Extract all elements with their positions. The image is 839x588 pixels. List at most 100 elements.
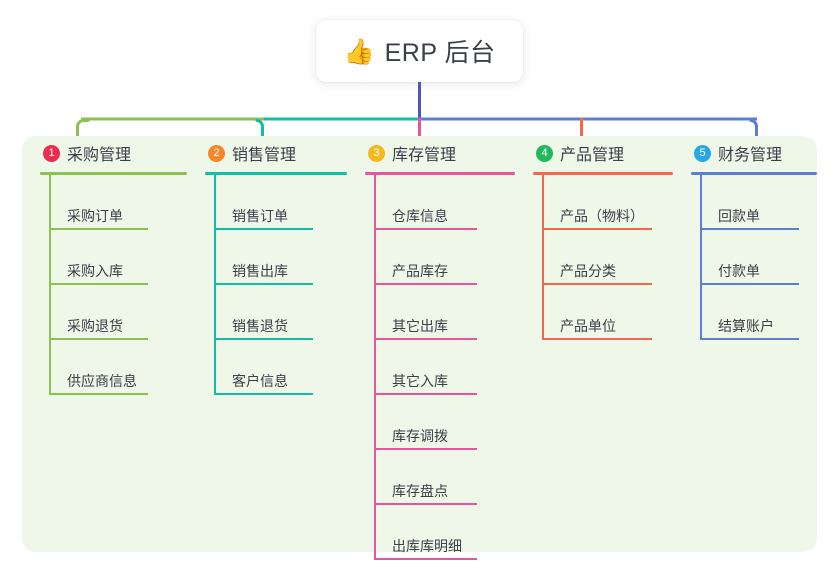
branch-spine-sales bbox=[214, 175, 216, 395]
list-item-label: 产品（物料） bbox=[560, 208, 644, 224]
branch-spine-purchasing bbox=[49, 175, 51, 395]
list-item[interactable]: 其它入库 bbox=[374, 340, 515, 395]
list-item-label: 销售退货 bbox=[232, 318, 288, 334]
branch-header-purchasing[interactable]: 1 采购管理 bbox=[40, 136, 187, 170]
list-item[interactable]: 产品单位 bbox=[542, 285, 673, 340]
list-item-rule bbox=[700, 338, 799, 340]
branch-header-finance[interactable]: 5 财务管理 bbox=[691, 136, 817, 170]
list-item-label: 付款单 bbox=[718, 263, 760, 279]
branch-column-product: 4 产品管理 产品（物料） 产品分类 产品单位 bbox=[515, 136, 673, 552]
list-item-label: 其它出库 bbox=[392, 318, 448, 334]
list-item[interactable]: 产品库存 bbox=[374, 230, 515, 285]
list-item-label: 产品单位 bbox=[560, 318, 616, 334]
branch-title-purchasing: 采购管理 bbox=[67, 147, 132, 164]
branch-badge-5: 5 bbox=[694, 144, 711, 162]
list-item-label: 采购入库 bbox=[67, 263, 123, 279]
branch-title-finance: 财务管理 bbox=[718, 147, 783, 164]
branch-columns: 1 采购管理 采购订单 采购入库 采购退货 供应商信 bbox=[22, 136, 817, 560]
list-item-rule bbox=[374, 503, 477, 505]
list-item[interactable]: 付款单 bbox=[700, 230, 817, 285]
list-item[interactable]: 产品（物料） bbox=[542, 175, 673, 230]
list-item-rule bbox=[374, 448, 477, 450]
list-item-rule bbox=[49, 338, 148, 340]
branch-column-sales: 2 销售管理 销售订单 销售出库 销售退货 客户信息 bbox=[187, 136, 347, 552]
list-item-rule bbox=[700, 283, 799, 285]
list-item-rule bbox=[214, 228, 313, 230]
list-item-label: 产品库存 bbox=[392, 263, 448, 279]
list-item[interactable]: 产品分类 bbox=[542, 230, 673, 285]
list-item-label: 采购订单 bbox=[67, 208, 123, 224]
list-item[interactable]: 库存调拨 bbox=[374, 395, 515, 450]
list-item-label: 回款单 bbox=[718, 208, 760, 224]
list-item[interactable]: 销售出库 bbox=[214, 230, 347, 285]
list-item[interactable]: 仓库信息 bbox=[374, 175, 515, 230]
list-item[interactable]: 回款单 bbox=[700, 175, 817, 230]
branch-items-product: 产品（物料） 产品分类 产品单位 bbox=[533, 175, 673, 340]
branches-panel bbox=[22, 136, 817, 552]
list-item-rule bbox=[542, 283, 652, 285]
list-item[interactable]: 采购订单 bbox=[49, 175, 187, 230]
root-node[interactable]: 👍 ERP 后台 bbox=[316, 20, 523, 82]
branch-rule-purchasing bbox=[40, 172, 187, 175]
list-item-label: 出库库明细 bbox=[392, 538, 462, 554]
list-item[interactable]: 采购入库 bbox=[49, 230, 187, 285]
list-item-label: 销售出库 bbox=[232, 263, 288, 279]
branch-spine-inventory bbox=[374, 175, 376, 560]
list-item[interactable]: 客户信息 bbox=[214, 340, 347, 395]
list-item-rule bbox=[542, 338, 652, 340]
branch-spine-product bbox=[542, 175, 544, 340]
list-item-label: 结算账户 bbox=[718, 318, 774, 334]
list-item-rule bbox=[49, 393, 148, 395]
list-item[interactable]: 采购退货 bbox=[49, 285, 187, 340]
branch-items-inventory: 仓库信息 产品库存 其它出库 其它入库 库存调拨 bbox=[365, 175, 515, 560]
list-item[interactable]: 销售订单 bbox=[214, 175, 347, 230]
list-item-label: 销售订单 bbox=[232, 208, 288, 224]
branch-header-inventory[interactable]: 3 库存管理 bbox=[365, 136, 515, 170]
branch-items-purchasing: 采购订单 采购入库 采购退货 供应商信息 bbox=[40, 175, 187, 395]
thumbs-up-icon: 👍 bbox=[343, 36, 375, 66]
branch-column-inventory: 3 库存管理 仓库信息 产品库存 其它出库 其它入库 bbox=[347, 136, 515, 560]
list-item-rule bbox=[214, 393, 313, 395]
branch-title-sales: 销售管理 bbox=[232, 147, 297, 164]
list-item-rule bbox=[49, 228, 148, 230]
branch-rule-finance bbox=[691, 172, 817, 175]
list-item-rule bbox=[374, 393, 477, 395]
branch-spine-finance bbox=[700, 175, 702, 340]
list-item-label: 库存盘点 bbox=[392, 483, 448, 499]
branch-title-product: 产品管理 bbox=[560, 147, 625, 164]
branch-items-sales: 销售订单 销售出库 销售退货 客户信息 bbox=[205, 175, 347, 395]
list-item-rule bbox=[542, 228, 652, 230]
list-item-rule bbox=[49, 283, 148, 285]
root-node-title: ERP 后台 bbox=[384, 39, 496, 67]
list-item-label: 采购退货 bbox=[67, 318, 123, 334]
list-item-rule bbox=[214, 283, 313, 285]
branch-badge-4: 4 bbox=[536, 144, 553, 162]
list-item-rule bbox=[374, 228, 477, 230]
list-item-label: 客户信息 bbox=[232, 373, 288, 389]
branch-header-product[interactable]: 4 产品管理 bbox=[533, 136, 673, 170]
list-item[interactable]: 销售退货 bbox=[214, 285, 347, 340]
branch-rule-product bbox=[533, 172, 673, 175]
branch-rule-sales bbox=[205, 172, 347, 175]
list-item-label: 产品分类 bbox=[560, 263, 616, 279]
list-item-rule bbox=[214, 338, 313, 340]
branch-items-finance: 回款单 付款单 结算账户 bbox=[691, 175, 817, 340]
list-item[interactable]: 其它出库 bbox=[374, 285, 515, 340]
branch-column-finance: 5 财务管理 回款单 付款单 结算账户 bbox=[673, 136, 817, 552]
list-item[interactable]: 出库库明细 bbox=[374, 505, 515, 560]
list-item[interactable]: 库存盘点 bbox=[374, 450, 515, 505]
branch-badge-2: 2 bbox=[208, 144, 225, 162]
list-item-rule bbox=[374, 558, 477, 560]
branch-title-inventory: 库存管理 bbox=[392, 147, 457, 164]
list-item-rule bbox=[374, 338, 477, 340]
list-item[interactable]: 供应商信息 bbox=[49, 340, 187, 395]
branch-header-sales[interactable]: 2 销售管理 bbox=[205, 136, 347, 170]
branch-rule-inventory bbox=[365, 172, 515, 175]
branch-badge-3: 3 bbox=[368, 144, 385, 162]
list-item-label: 供应商信息 bbox=[67, 373, 137, 389]
list-item[interactable]: 结算账户 bbox=[700, 285, 817, 340]
list-item-rule bbox=[700, 228, 799, 230]
branch-badge-1: 1 bbox=[43, 144, 60, 162]
branch-column-purchasing: 1 采购管理 采购订单 采购入库 采购退货 供应商信 bbox=[22, 136, 187, 552]
